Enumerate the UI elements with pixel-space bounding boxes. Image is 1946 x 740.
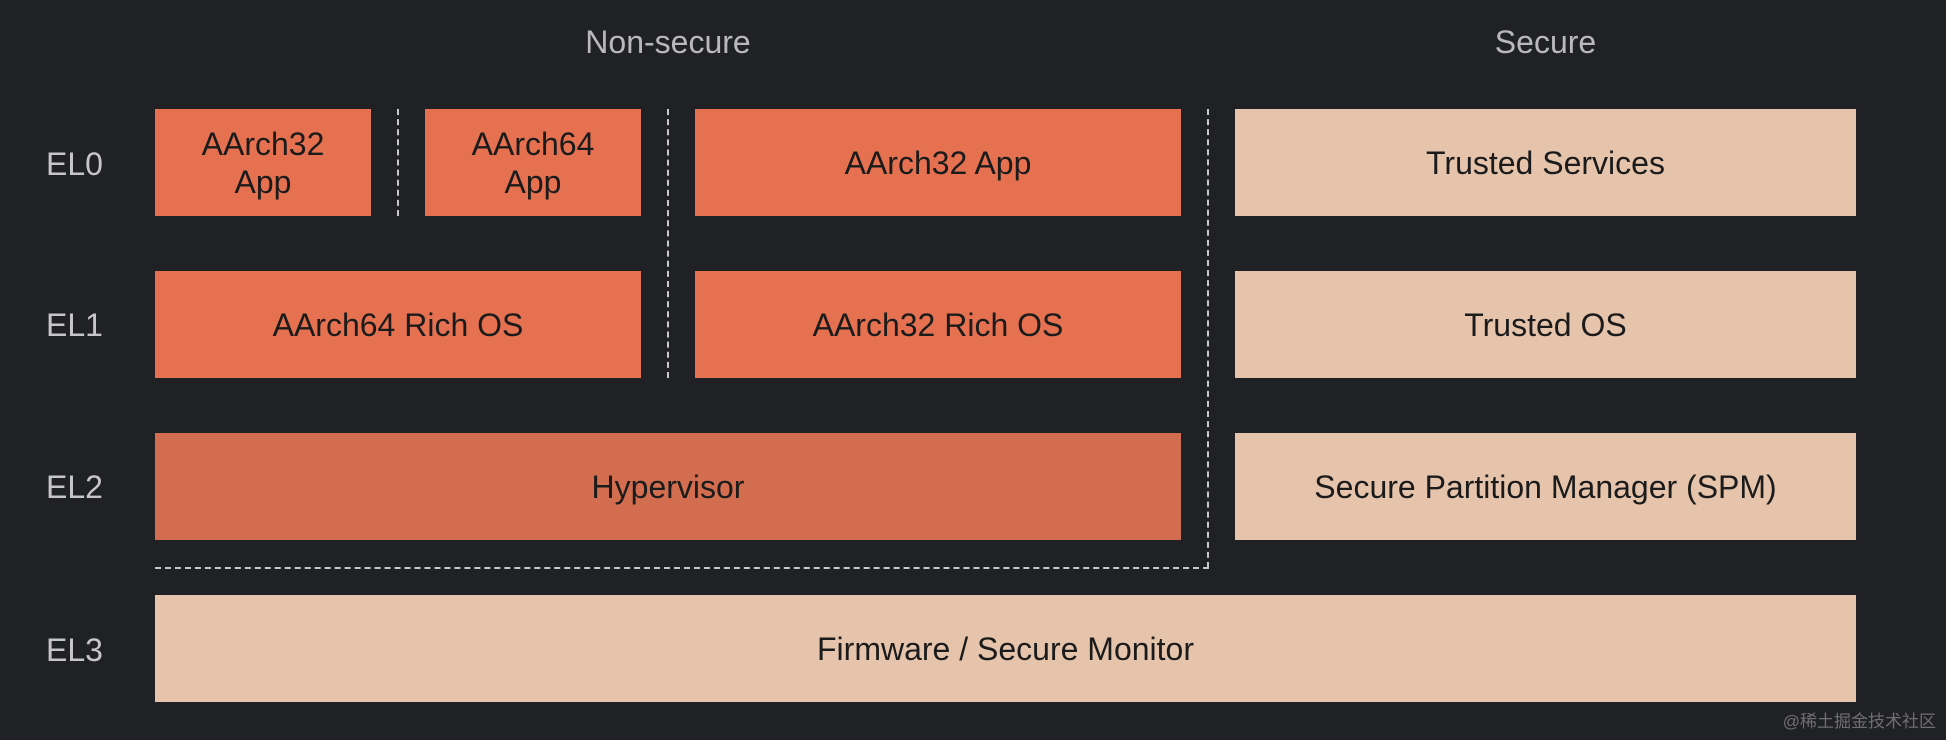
el1-trusted-os-box: Trusted OS [1235,271,1856,378]
el2-label: EL2 [46,469,103,505]
el3-label: EL3 [46,632,103,668]
el0-aarch32-app-wide-box: AArch32 App [695,109,1181,216]
security-state-divider [1207,109,1209,568]
el0-trusted-services-box: Trusted Services [1235,109,1856,216]
el1-aarch32-rich-os-box: AArch32 Rich OS [695,271,1181,378]
el2-hypervisor-box: Hypervisor [155,433,1181,540]
el0-aarch64-app-line1: AArch64 [471,125,595,162]
watermark-text: @稀土掘金技术社区 [1782,712,1936,731]
secure-header: Secure [1494,24,1597,60]
vm-divider-el0-apps [397,109,399,216]
el0-aarch64-app-box: AArch64 App [425,109,641,216]
el1-aarch64-rich-os-box: AArch64 Rich OS [155,271,641,378]
el0-aarch32-app-line2: App [234,163,292,200]
el0-aarch32-app-line1: AArch32 [201,125,325,162]
el0-aarch64-app-line2: App [504,163,562,200]
nonsecure-header: Non-secure [585,24,751,60]
vm-divider-guests [667,109,669,378]
el0-label: EL0 [46,146,103,182]
nonsecure-boundary-line [155,567,1209,569]
el1-label: EL1 [46,307,103,343]
el2-spm-box: Secure Partition Manager (SPM) [1235,433,1856,540]
el3-firmware-box: Firmware / Secure Monitor [155,595,1856,702]
el0-aarch32-app-box: AArch32 App [155,109,371,216]
